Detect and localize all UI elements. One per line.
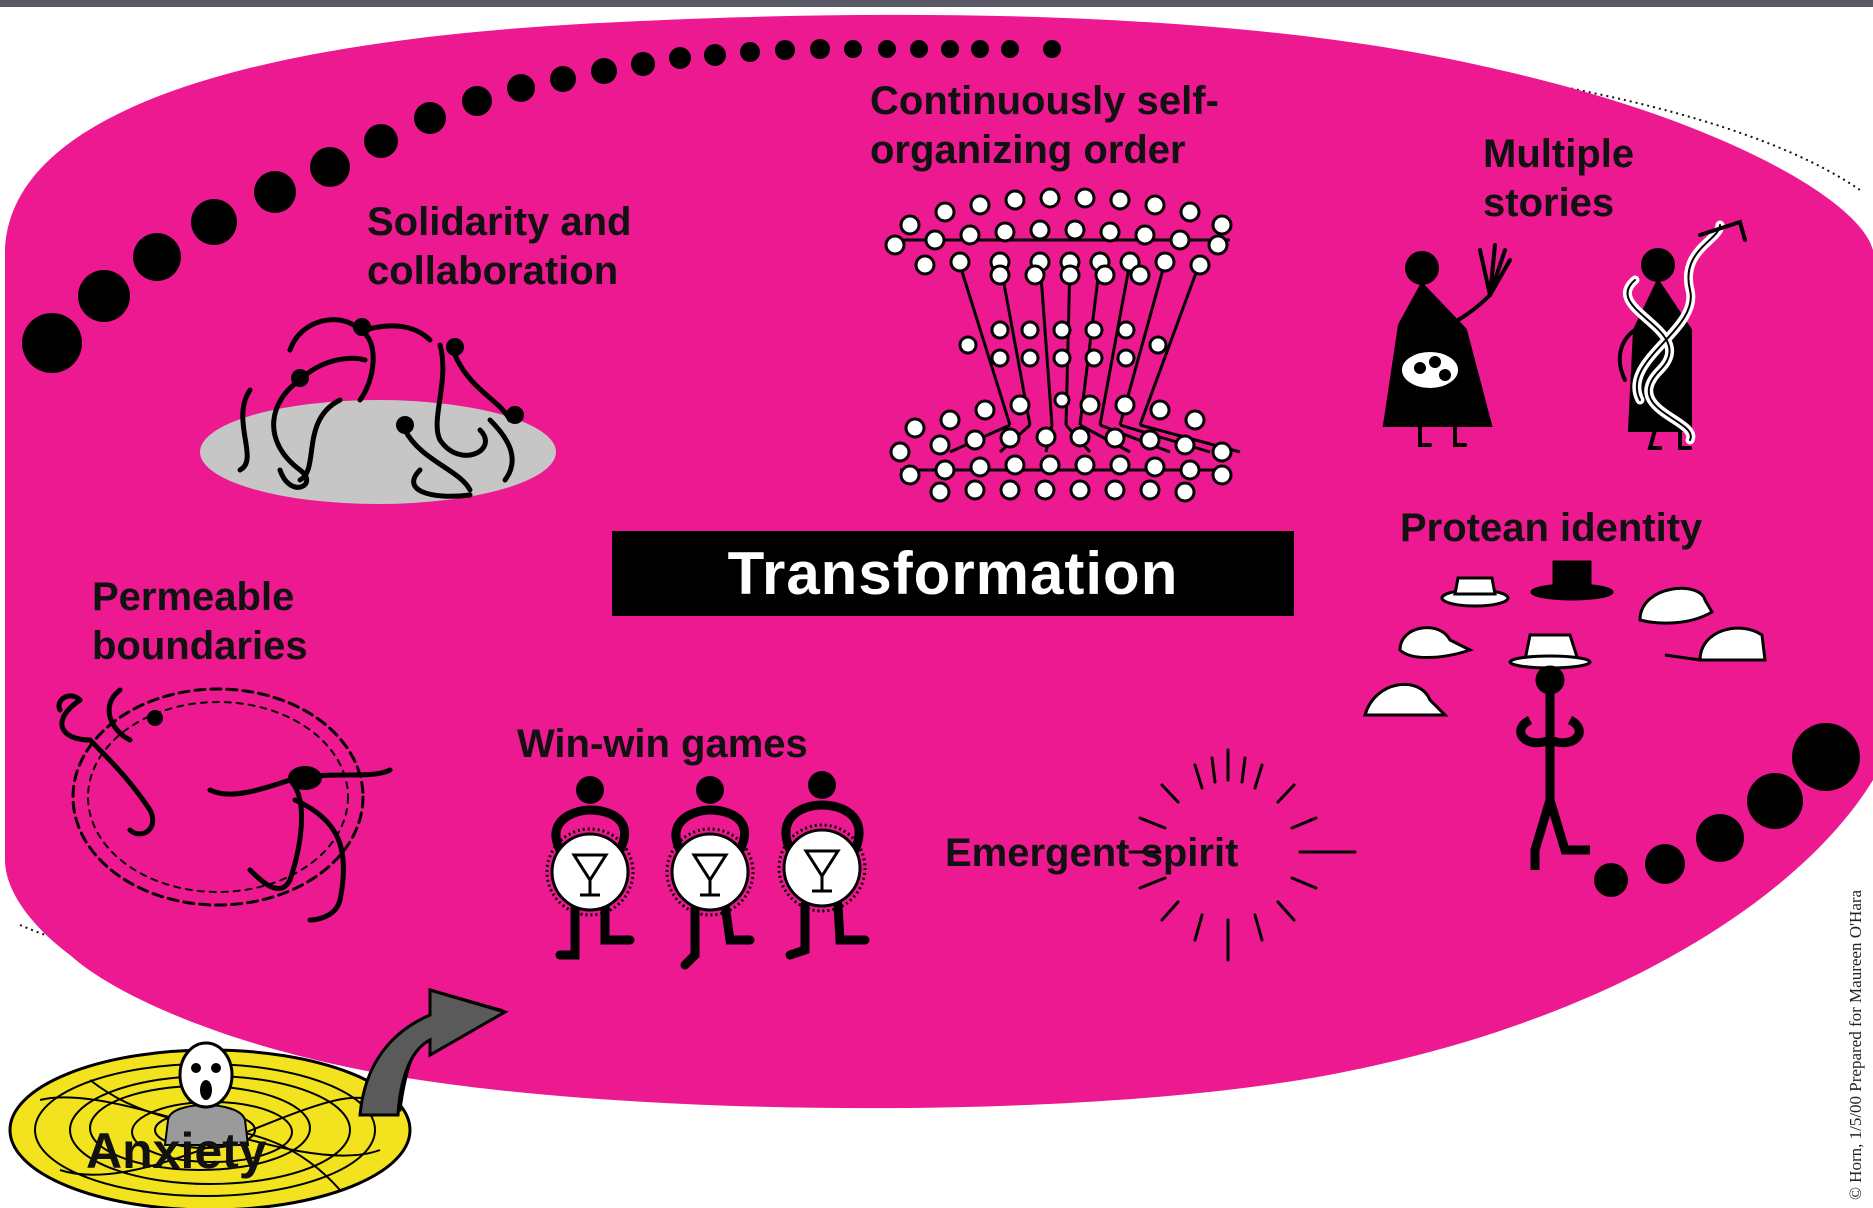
curved-up-arrow-icon — [358, 987, 509, 1117]
label-continuously-self-organizing-order: Continuously self- organizing order — [870, 79, 1219, 172]
diagram-title: Transformation — [727, 540, 1179, 607]
label-permeable-boundaries: Permeable boundaries — [92, 575, 308, 668]
dotted-arc-left — [22, 39, 1061, 373]
label-anxiety: Anxiety — [86, 1123, 267, 1179]
network-hourglass-icon — [884, 187, 1241, 503]
storyteller-figures-icon — [1382, 219, 1747, 450]
spiral-with-scream-face-icon — [8, 1041, 412, 1208]
hats-icon — [1363, 560, 1767, 870]
dancers-in-dashed-circle-icon — [56, 687, 393, 923]
top-border-bar — [0, 0, 1873, 7]
label-win-win-games: Win-win games — [517, 722, 808, 766]
figures-with-trophies-icon — [545, 771, 870, 970]
title-box: Transformation — [612, 531, 1294, 616]
radiating-burst-icon — [1128, 748, 1357, 962]
label-solidarity-and-collaboration: Solidarity and collaboration — [367, 200, 632, 293]
dancing-figures-icon — [200, 317, 556, 504]
dotted-arc-right — [1594, 723, 1860, 897]
label-protean-identity: Protean identity — [1400, 506, 1703, 550]
label-emergent-spirit: Emergent spirit — [945, 831, 1239, 875]
credit-text: © Horn, 1/5/00 Prepared for Maureen O'Ha… — [1846, 889, 1865, 1200]
label-multiple-stories: Multiple stories — [1483, 132, 1635, 225]
